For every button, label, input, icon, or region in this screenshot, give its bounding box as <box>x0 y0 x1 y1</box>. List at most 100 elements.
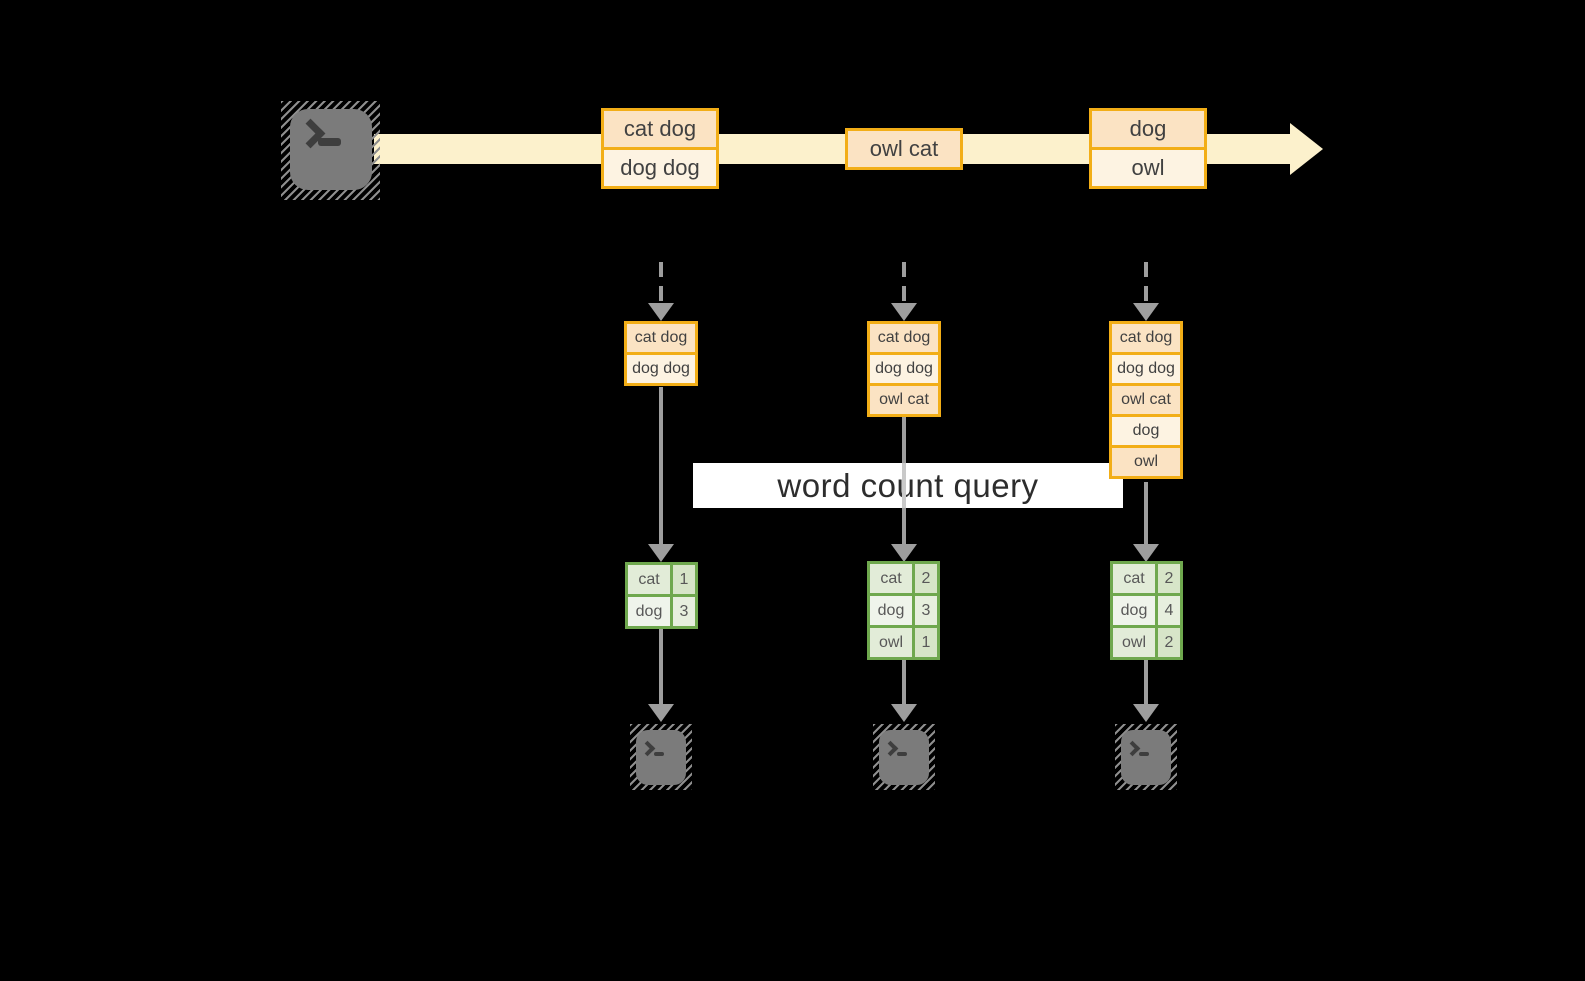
input-cell: dog dog <box>627 355 695 383</box>
batch-cell-text: dog <box>1129 116 1167 141</box>
input-cell: owl <box>1112 448 1180 476</box>
input-cell-text: cat dog <box>1119 329 1173 346</box>
arrow-tip <box>648 544 674 562</box>
result-row: dog 3 <box>628 597 695 626</box>
terminal-sink-icon <box>1115 724 1177 790</box>
result-row: cat 1 <box>628 565 695 594</box>
result-row: owl 1 <box>870 628 937 657</box>
arrow-line <box>902 660 906 704</box>
terminal-screen <box>879 730 929 785</box>
terminal-screen <box>636 730 686 785</box>
result-word-cell: dog <box>628 597 670 626</box>
result-count-cell: 1 <box>673 565 695 594</box>
prompt-cursor-icon <box>318 138 341 146</box>
arrow-line <box>1144 262 1148 303</box>
output-arrow-icon <box>1133 660 1159 722</box>
result-count-cell: 2 <box>915 564 937 593</box>
batch-cell: dog dog <box>604 150 716 186</box>
result-count-cell: 2 <box>1158 628 1180 657</box>
prompt-cursor-icon <box>1139 752 1149 756</box>
input-cell-text: dog dog <box>875 360 933 377</box>
batch-cell-text: owl <box>1131 155 1165 180</box>
input-cell-text: dog dog <box>632 360 690 377</box>
result-word-cell: owl <box>870 628 912 657</box>
result-row: cat 2 <box>1113 564 1180 593</box>
result-count-cell: 4 <box>1158 596 1180 625</box>
input-cell: cat dog <box>1112 324 1180 352</box>
arrow-tip <box>1133 704 1159 722</box>
output-arrow-icon <box>891 660 917 722</box>
input-cell-text: owl cat <box>879 391 929 408</box>
batch-cell-text: dog dog <box>620 155 700 180</box>
prompt-cursor-icon <box>654 752 664 756</box>
arrow-line <box>902 262 906 303</box>
result-row: owl 2 <box>1113 628 1180 657</box>
prompt-cursor-icon <box>897 752 907 756</box>
input-cell: dog <box>1112 417 1180 445</box>
query-label: word count query <box>777 466 1039 504</box>
input-cell-text: dog dog <box>1117 360 1175 377</box>
result-table-1: cat 1 dog 3 <box>625 562 698 629</box>
terminal-screen <box>290 109 372 190</box>
arrow-tip <box>648 303 674 321</box>
dashed-arrow-icon <box>891 262 917 321</box>
arrow-line <box>659 629 663 704</box>
input-cell-text: owl <box>1133 453 1158 470</box>
arrow-line <box>659 262 663 303</box>
input-cell: cat dog <box>870 324 938 352</box>
result-table-2: cat 2 dog 3 owl 1 <box>867 561 940 660</box>
result-row: cat 2 <box>870 564 937 593</box>
result-word-cell: dog <box>1113 596 1155 625</box>
input-cell-text: cat dog <box>634 329 688 346</box>
result-count-cell: 2 <box>1158 564 1180 593</box>
batch-box-1: cat dog dog dog <box>601 108 719 189</box>
batch-cell: owl cat <box>848 131 960 167</box>
batch-cell-text: owl cat <box>869 136 939 161</box>
input-cell-text: owl cat <box>1121 391 1171 408</box>
input-table-1: cat dog dog dog <box>624 321 698 386</box>
input-cell-text: dog <box>1132 422 1160 439</box>
result-word-cell: cat <box>1113 564 1155 593</box>
prompt-chevron-icon <box>639 740 656 757</box>
arrow-tip <box>891 704 917 722</box>
query-arrow-icon <box>648 387 674 562</box>
result-count-cell: 1 <box>915 628 937 657</box>
input-table-2: cat dog dog dog owl cat <box>867 321 941 417</box>
result-word-cell: cat <box>628 565 670 594</box>
input-cell: owl cat <box>1112 386 1180 414</box>
input-cell: dog dog <box>1112 355 1180 383</box>
output-arrow-icon <box>648 629 674 722</box>
input-cell: cat dog <box>627 324 695 352</box>
arrow-tip <box>1133 544 1159 562</box>
arrow-tip <box>1133 303 1159 321</box>
query-arrow-icon <box>1133 482 1159 562</box>
batch-cell: dog <box>1092 111 1204 147</box>
arrow-over-band <box>902 463 906 508</box>
arrow-line <box>1144 482 1148 544</box>
stream-timeline-arrowhead-icon <box>1290 123 1323 175</box>
batch-box-3: dog owl <box>1089 108 1207 189</box>
input-cell-text: cat dog <box>877 329 931 346</box>
terminal-source-icon <box>281 101 380 200</box>
arrow-line <box>1144 660 1148 704</box>
result-count-cell: 3 <box>673 597 695 626</box>
terminal-sink-icon <box>873 724 935 790</box>
arrow-tip <box>891 303 917 321</box>
input-table-3: cat dog dog dog owl cat dog owl <box>1109 321 1183 479</box>
batch-box-2: owl cat <box>845 128 963 170</box>
terminal-sink-icon <box>630 724 692 790</box>
arrow-tip <box>648 704 674 722</box>
result-row: dog 4 <box>1113 596 1180 625</box>
prompt-chevron-icon <box>882 740 899 757</box>
result-table-3: cat 2 dog 4 owl 2 <box>1110 561 1183 660</box>
batch-cell: cat dog <box>604 111 716 147</box>
query-band: word count query <box>693 463 1123 508</box>
result-word-cell: owl <box>1113 628 1155 657</box>
arrow-tip <box>891 544 917 562</box>
prompt-chevron-icon <box>1124 740 1141 757</box>
result-word-cell: cat <box>870 564 912 593</box>
terminal-screen <box>1121 730 1171 785</box>
input-cell: dog dog <box>870 355 938 383</box>
input-cell: owl cat <box>870 386 938 414</box>
